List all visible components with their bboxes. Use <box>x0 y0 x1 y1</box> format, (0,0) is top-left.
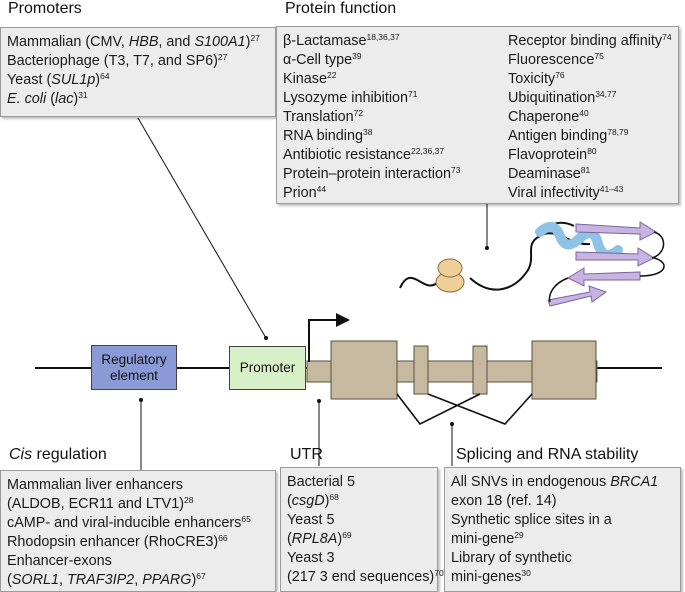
promoter-box: Promoter <box>229 346 306 390</box>
splice-line-2 <box>427 393 533 425</box>
utr-item-csgd: (csgD)68 <box>287 492 339 509</box>
beta-strand-3 <box>566 267 641 287</box>
cis-item-enhancer-genes: (SORL1, TRAF3IP2, PPARG)67 <box>7 571 206 588</box>
protein-function-item: β-Lactamase18,36,37 <box>283 32 400 49</box>
exon-3 <box>472 345 488 395</box>
tss-arrow <box>308 319 338 362</box>
cis-item-rhodopsin: Rhodopsin enhancer (RhoCRE3)66 <box>7 533 228 550</box>
protein-function-item: Antigen binding78,79 <box>508 127 629 144</box>
utr-item-yeast5: Yeast 5 <box>287 512 335 528</box>
utr-title: UTR <box>290 446 323 463</box>
protein-function-item: Flavoprotein80 <box>508 146 597 163</box>
ribosome-large <box>437 258 463 278</box>
exon-1 <box>330 340 398 400</box>
utr-item-rpl8a: (RPL8A)69 <box>287 530 352 547</box>
protein-function-item: α-Cell type39 <box>283 51 362 68</box>
tss-arrow-head <box>336 313 350 327</box>
promoter-callout <box>137 117 267 339</box>
promoter-label: Promoter <box>239 360 296 375</box>
cis-item-liver: Mammalian liver enhancers <box>7 477 183 493</box>
cis-regulation-box: Mammalian liver enhancers (ALDOB, ECR11 … <box>0 470 276 592</box>
protein-function-item: Ubiquitination34,77 <box>508 89 617 106</box>
protein-function-item: Fluorescence75 <box>508 51 604 68</box>
beta-strand-1 <box>575 221 658 241</box>
exon-4 <box>531 340 597 400</box>
protein-function-item: Kinase22 <box>283 70 337 87</box>
promoter-item-ecoli: E. coli (lac)31 <box>7 90 88 107</box>
protein-function-item: Antibiotic resistance22,36,37 <box>283 146 445 163</box>
promoter-item-mammalian: Mammalian (CMV, HBB, and S100A1)27 <box>7 33 260 50</box>
promoters-title: Promoters <box>8 0 82 17</box>
protein-function-item: Chaperone40 <box>508 108 589 125</box>
splice-item-minigenes: mini-genes30 <box>451 568 531 585</box>
utr-item-bacterial: Bacterial 5 <box>287 474 355 490</box>
splicing-title: Splicing and RNA stability <box>456 446 639 463</box>
promoter-item-yeast: Yeast (SUL1p)64 <box>7 71 110 88</box>
protein-illustration <box>399 221 665 307</box>
splicing-box: All SNVs in endogenous BRCA1 exon 18 (re… <box>444 467 681 592</box>
cis-item-camp: cAMP- and viral-inducible enhancers65 <box>7 514 251 531</box>
utr-box: Bacterial 5 (csgD)68 Yeast 5 (RPL8A)69 Y… <box>280 467 444 592</box>
beta-strand-2 <box>575 247 656 267</box>
splice-item-snvs: All SNVs in endogenous BRCA1 <box>451 474 659 490</box>
utr-item-3end: (217 3 end sequences)70 <box>287 568 444 585</box>
exon-2 <box>413 345 429 395</box>
cis-item-liver-genes: (ALDOB, ECR11 and LTV1)28 <box>7 495 194 512</box>
protein-function-item: Translation72 <box>283 108 364 125</box>
splice-item-exon18: exon 18 (ref. 14) <box>451 493 557 509</box>
cis-regulation-title: Cis regulation <box>9 446 107 463</box>
protein-function-item: Toxicity76 <box>508 70 565 87</box>
utr-item-yeast3: Yeast 3 <box>287 550 335 566</box>
promoters-box: Mammalian (CMV, HBB, and S100A1)27 Bacte… <box>0 27 276 117</box>
protein-function-item: Lysozyme inhibition71 <box>283 89 418 106</box>
regulatory-element-box: Regulatory element <box>91 345 177 390</box>
alpha-helix <box>535 221 623 260</box>
regulatory-label-line-2: element <box>109 368 159 383</box>
protein-function-item: Protein–protein interaction73 <box>283 165 461 182</box>
beta-strand-4 <box>547 285 608 307</box>
protein-function-item: Deaminase81 <box>508 165 591 182</box>
protein-function-item: RNA binding38 <box>283 127 373 144</box>
cis-item-enhancer-exons: Enhancer-exons <box>7 553 112 569</box>
protein-function-item: Prion44 <box>283 184 327 201</box>
splice-item-synthetic: Synthetic splice sites in a <box>451 512 612 528</box>
protein-function-title: Protein function <box>285 0 397 17</box>
regulatory-label-line-1: Regulatory <box>101 352 167 367</box>
promoter-item-bacteriophage: Bacteriophage (T3, T7, and SP6)27 <box>7 52 228 69</box>
protein-function-item: Receptor binding affinity74 <box>508 32 672 49</box>
splice-item-library: Library of synthetic <box>451 550 572 566</box>
splice-line-1 <box>396 393 481 426</box>
protein-function-item: Viral infectivity41–43 <box>508 184 624 201</box>
splice-item-minigene: mini-gene29 <box>451 530 524 547</box>
